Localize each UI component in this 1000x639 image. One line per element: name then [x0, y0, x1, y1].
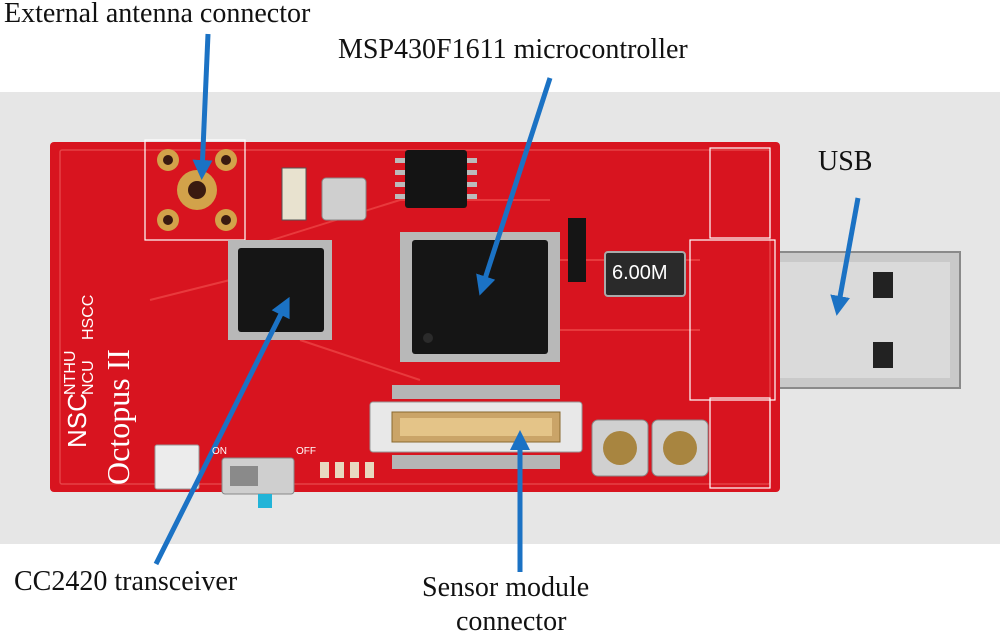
label-sensor-module-line1: Sensor module: [422, 572, 590, 603]
sensor-connector: [369, 385, 583, 469]
arrow-transceiver: [153, 296, 290, 566]
board-brand-ncu: NCU: [80, 360, 97, 395]
capacitor-component: [281, 167, 307, 221]
battery-connector: [154, 444, 200, 490]
board-brand-nthu: NTHU: [62, 350, 79, 395]
slide-switch: [221, 457, 295, 508]
arrow-usb: [830, 197, 861, 316]
callout-arrows: [153, 33, 861, 572]
switch-off-label: OFF: [296, 446, 316, 457]
arrow-antenna: [192, 33, 213, 180]
antenna-connector: [157, 149, 237, 231]
board-brand-hscc: HSCC: [80, 294, 97, 340]
label-external-antenna-connector: External antenna connector: [4, 0, 311, 29]
arrow-mcu: [476, 77, 553, 296]
inductor-component: [568, 218, 586, 282]
push-buttons: [591, 419, 709, 477]
label-msp430-microcontroller: MSP430F1611 microcontroller: [338, 34, 688, 65]
crystal-marking: 6.00M: [612, 262, 668, 284]
msp430-chip: [400, 232, 560, 362]
switch-on-label: ON: [212, 446, 227, 457]
label-sensor-module-line2: connector: [456, 606, 567, 637]
cc2420-chip: [228, 240, 332, 340]
eeprom-chip: [395, 150, 477, 208]
board-model-name: Octopus II: [100, 349, 136, 485]
label-usb: USB: [818, 146, 873, 177]
board-brand-nsc: NSC: [62, 393, 92, 448]
label-cc2420-transceiver: CC2420 transceiver: [14, 566, 238, 597]
led-row: [320, 462, 374, 478]
crystal-package: [604, 251, 686, 297]
crystal-component: [321, 177, 367, 221]
